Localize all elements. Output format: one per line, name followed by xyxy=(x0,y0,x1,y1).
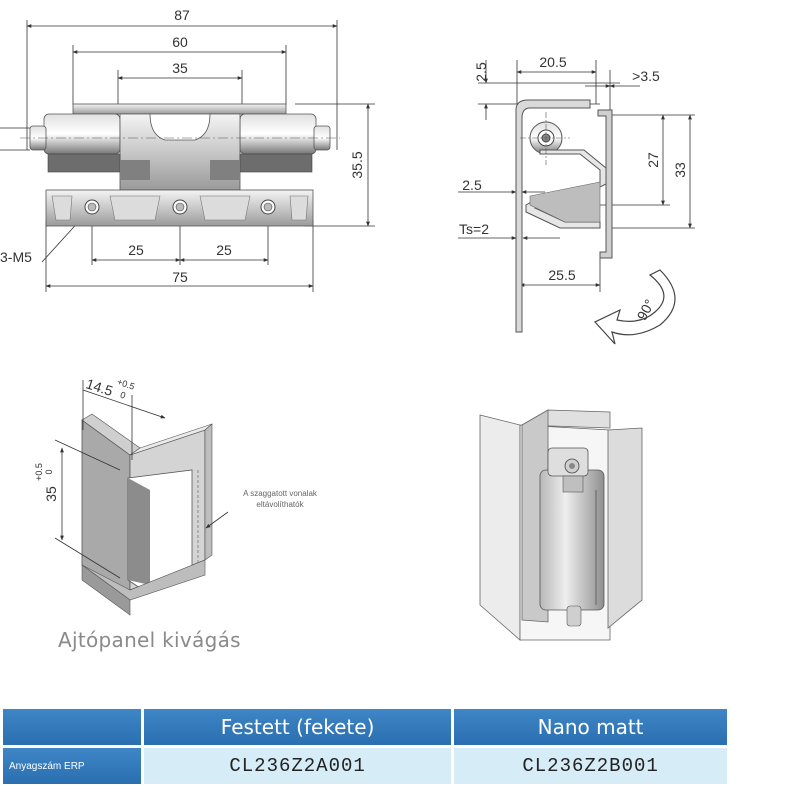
dim-75: 75 xyxy=(172,269,188,285)
cutout-tol-lower-14-5: 0 xyxy=(119,390,127,401)
dim-ts: Ts=2 xyxy=(459,221,489,237)
row-label-erp: Anyagszám ERP xyxy=(3,748,141,784)
dim-25-left: 25 xyxy=(128,242,144,258)
table-corner-cell xyxy=(3,709,141,745)
dim-2-5-top: 2.5 xyxy=(473,62,489,82)
hinge-profile xyxy=(515,99,613,333)
dim-gt-3-5: >3.5 xyxy=(632,68,660,84)
cutout-dimensions xyxy=(54,380,229,579)
cutout-dim-14-5: 14.5 xyxy=(84,375,115,399)
dim-25-5: 25.5 xyxy=(548,267,575,283)
dim-60: 60 xyxy=(172,34,188,50)
dim-20-5: 20.5 xyxy=(539,54,566,70)
dashed-line-note-1: A szaggatott vonalak xyxy=(243,489,318,498)
assembly-3d-view xyxy=(479,409,643,641)
dim-35: 35 xyxy=(172,60,188,76)
hinge-side-view xyxy=(458,60,695,292)
hinge-front-view xyxy=(0,20,375,292)
hinge-body xyxy=(20,103,340,227)
code-nano-matt: CL236Z2B001 xyxy=(454,748,727,784)
dim-33: 33 xyxy=(672,162,688,178)
header-nano-matt: Nano matt xyxy=(454,709,727,745)
rotation-arrow xyxy=(594,269,676,345)
table-row: Anyagszám ERP CL236Z2A001 CL236Z2B001 xyxy=(3,748,727,784)
cutout-tol-upper-14-5: +0.5 xyxy=(116,377,136,392)
header-painted-black: Festett (fekete) xyxy=(144,709,452,745)
code-painted-black: CL236Z2A001 xyxy=(144,748,452,784)
cutout-tol-lower-35: 0 xyxy=(44,469,54,474)
cutout-caption: Ajtópanel kivágás xyxy=(58,628,241,652)
dim-27: 27 xyxy=(645,152,661,168)
dim-25-right: 25 xyxy=(216,242,232,258)
cutout-tol-upper-35: +0.5 xyxy=(34,463,44,481)
table-header-row: Festett (fekete) Nano matt xyxy=(3,709,727,745)
dim-2-5-mid: 2.5 xyxy=(462,177,482,193)
part-number-table: Festett (fekete) Nano matt Anyagszám ERP… xyxy=(0,706,730,787)
dashed-line-note-2: eltávolíthatók xyxy=(256,500,304,509)
cutout-dim-35: 35 xyxy=(43,486,59,502)
cutout-view xyxy=(81,413,213,616)
dim-35-5: 35.5 xyxy=(349,151,365,178)
thread-label: 3-M5 xyxy=(0,249,32,265)
dim-87: 87 xyxy=(174,7,190,23)
